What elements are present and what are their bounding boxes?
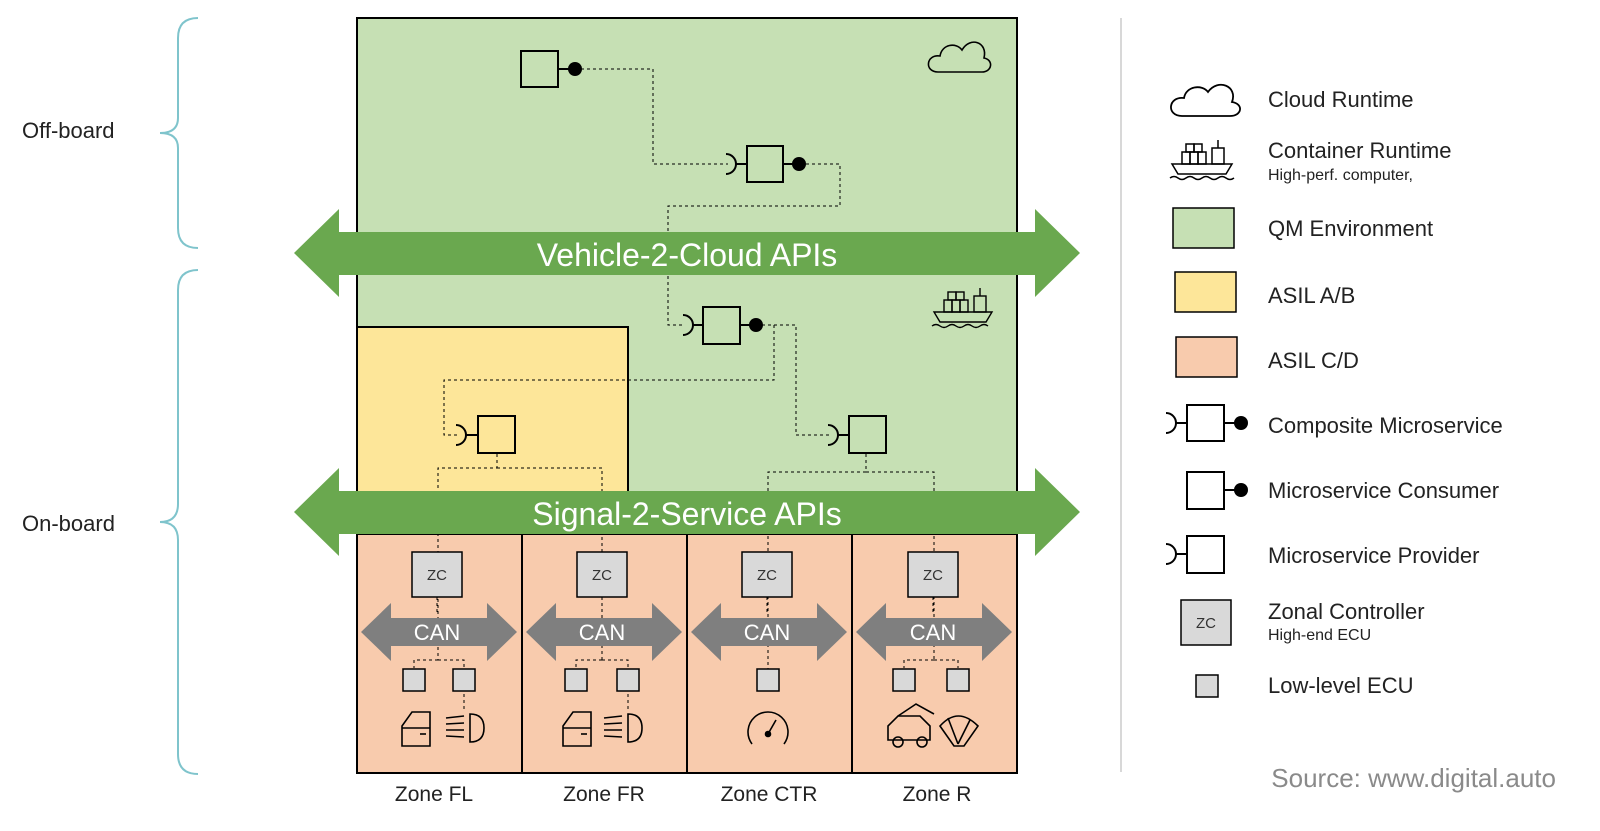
speedometer-icon xyxy=(747,711,789,745)
legend-low-level-ecu: Low-level ECU xyxy=(1268,673,1414,698)
legend-microservice-provider: Microservice Provider xyxy=(1268,543,1480,568)
can-bus-arrow xyxy=(856,603,1012,661)
can-bus-arrow xyxy=(691,603,847,661)
low-level-ecu xyxy=(756,668,780,692)
can-bus-arrow xyxy=(361,603,517,661)
legend-container-ship-icon xyxy=(1169,140,1235,181)
legend-qm-environment: QM Environment xyxy=(1268,216,1434,241)
onboard-label: On-board xyxy=(22,511,115,536)
low-level-ecu xyxy=(564,668,588,692)
microservice-provider xyxy=(827,415,887,454)
source-credit: Source: www.digital.auto xyxy=(1271,763,1556,793)
signal-2-service-api-label: Signal-2-Service APIs xyxy=(532,496,841,532)
low-level-ecu xyxy=(452,668,476,692)
cloud-icon xyxy=(927,41,992,73)
low-level-ecu xyxy=(946,668,970,692)
legend-zonal-controller-sub: High-end ECU xyxy=(1268,627,1372,644)
legend-composite-microservice: Composite Microservice xyxy=(1268,413,1503,438)
zone-label: Zone R xyxy=(902,783,972,806)
can-bus-label: CAN xyxy=(744,620,790,645)
qm-environment xyxy=(356,17,1018,535)
signal-2-service-api-arrow xyxy=(294,468,1080,556)
microservice-provider xyxy=(455,415,516,454)
zonal-controller-label: ZC xyxy=(427,567,447,584)
can-bus-label: CAN xyxy=(910,620,956,645)
legend-qm-swatch xyxy=(1172,207,1235,249)
legend-container-runtime-sub: High-perf. computer, xyxy=(1268,167,1413,184)
legend-composite-microservice-icon xyxy=(1165,404,1248,442)
legend-microservice-consumer: Microservice Consumer xyxy=(1268,478,1500,503)
zone-label: Zone FR xyxy=(563,783,645,806)
windshield-wiper-icon xyxy=(938,715,980,747)
headlight-icon xyxy=(445,713,485,743)
car-trunk-icon xyxy=(887,703,935,748)
legend-asil-cd-swatch xyxy=(1175,336,1238,378)
offboard-bracket xyxy=(159,17,199,249)
service-connections xyxy=(413,68,959,710)
zonal-controller-label: ZC xyxy=(923,567,943,584)
zonal-controller xyxy=(741,551,793,598)
microservice-consumer xyxy=(520,50,582,88)
zonal-controller-label: ZC xyxy=(592,567,612,584)
legend-microservice-consumer-icon xyxy=(1186,471,1248,510)
legend-low-level-ecu-icon xyxy=(1195,674,1219,698)
container-ship-icon xyxy=(931,288,994,329)
legend-asil-cd: ASIL C/D xyxy=(1268,348,1359,373)
vehicle-2-cloud-api-arrow xyxy=(294,209,1080,297)
zonal-controller xyxy=(411,551,463,598)
low-level-ecu xyxy=(892,668,916,692)
legend-cloud-runtime: Cloud Runtime xyxy=(1268,87,1414,112)
low-level-ecu xyxy=(402,668,426,692)
headlight-icon xyxy=(603,713,643,743)
legend-asil-ab-swatch xyxy=(1174,271,1237,313)
zones-layer: ZC CAN ZC CAN ZC CAN ZC CAN xyxy=(361,551,1012,692)
legend-container-runtime: Container Runtime xyxy=(1268,138,1452,163)
legend-asil-ab: ASIL A/B xyxy=(1268,283,1356,308)
vehicle-2-cloud-api-label: Vehicle-2-Cloud APIs xyxy=(537,237,838,273)
can-bus-label: CAN xyxy=(579,620,625,645)
can-bus-label: CAN xyxy=(414,620,460,645)
low-level-ecu xyxy=(616,668,640,692)
door-icon xyxy=(562,711,592,747)
zonal-controller-label: ZC xyxy=(757,567,777,584)
offboard-label: Off-board xyxy=(22,118,115,143)
legend-cloud-icon xyxy=(1170,83,1241,117)
can-bus-arrow xyxy=(526,603,682,661)
door-icon xyxy=(401,711,431,747)
legend-zonal-controller: Zonal Controller xyxy=(1268,599,1425,624)
composite-microservice xyxy=(725,145,806,183)
composite-microservice xyxy=(682,306,763,345)
legend-zonal-controller-icon xyxy=(1180,599,1232,646)
legend-zc-text: ZC xyxy=(1196,615,1216,632)
zone-label: Zone FL xyxy=(394,783,474,806)
legend-microservice-provider-icon xyxy=(1165,535,1225,574)
onboard-bracket xyxy=(159,269,199,775)
zone-label: Zone CTR xyxy=(720,783,818,806)
